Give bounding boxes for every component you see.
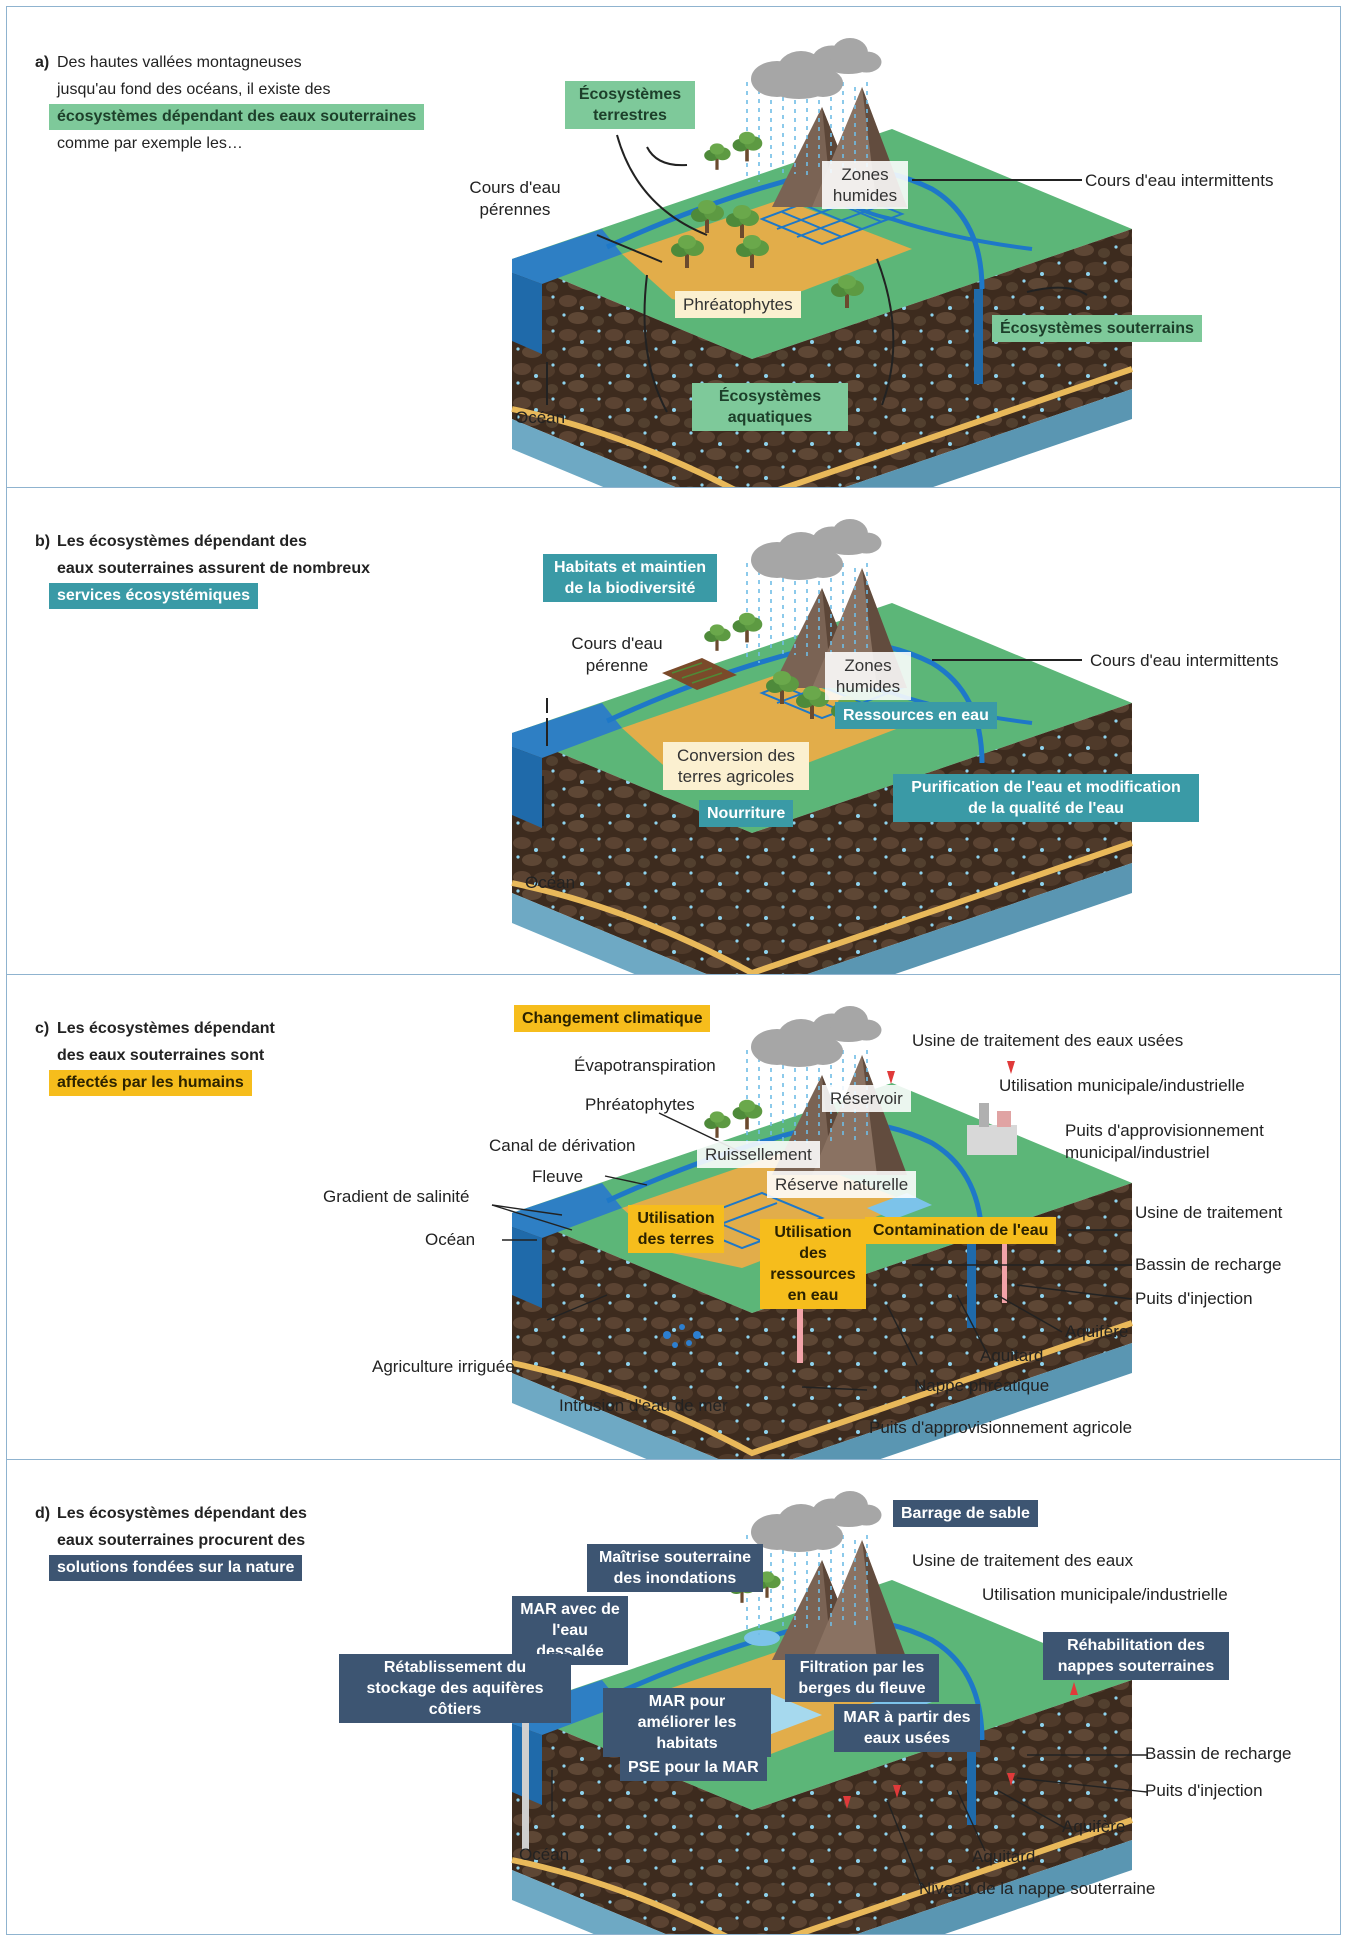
- tag-pse-mar: PSE pour la MAR: [620, 1754, 767, 1781]
- tag-mar-eaux-usees: MAR à partir des eaux usées: [834, 1704, 980, 1752]
- tag-filtration-berges: Filtration par les berges du fleuve: [785, 1654, 939, 1702]
- tag-ecosystemes-souterrains: Écosystèmes souterrains: [992, 315, 1202, 342]
- label-puits-injection: Puits d'injection: [1145, 1781, 1263, 1800]
- tag-barrage-sable: Barrage de sable: [893, 1500, 1038, 1527]
- intro-line: Des hautes vallées montagneuses: [57, 54, 302, 71]
- intro-line: jusqu'au fond des océans, il existe des: [57, 81, 331, 98]
- label-cours-perenne: Cours d'eau pérenne: [571, 634, 663, 675]
- panel-a: a) Des hautes vallées montagneuses jusqu…: [6, 6, 1341, 488]
- intro-line: Les écosystèmes dépendant: [57, 1020, 275, 1037]
- label-reservoir: Réservoir: [822, 1085, 911, 1112]
- intro-highlight: affectés par les humains: [49, 1070, 252, 1096]
- label-fleuve: Fleuve: [532, 1167, 584, 1186]
- label-ocean: Océan: [519, 1845, 570, 1864]
- tag-maitrise-inondations: Maîtrise souterraine des inondations: [587, 1544, 763, 1592]
- label-zones-humides: Zones humides: [822, 161, 908, 209]
- tag-habitats-biodiversite: Habitats et maintien de la biodiversité: [543, 554, 717, 602]
- label-nappe-phreatique: Nappe phréatique: [914, 1376, 1050, 1395]
- label-aquifere: Aquifère: [1065, 1322, 1129, 1341]
- label-conversion-terres: Conversion des terres agricoles: [663, 742, 809, 790]
- label-reserve-naturelle: Réserve naturelle: [767, 1171, 917, 1198]
- tag-ecosystemes-aquatiques: Écosystèmes aquatiques: [692, 383, 848, 431]
- label-bassin-recharge: Bassin de recharge: [1145, 1744, 1292, 1763]
- label-aquitard: Aquitard: [972, 1847, 1036, 1866]
- label-phreatophytes: Phréatophytes: [675, 291, 801, 318]
- label-usine-eaux-usees: Usine de traitement des eaux usées: [912, 1031, 1184, 1050]
- label-usine-traitement-eaux: Usine de traitement des eaux: [912, 1551, 1134, 1570]
- label-zones-humides: Zones humides: [825, 652, 911, 700]
- panel-a-illustration: [7, 38, 1341, 488]
- label-niveau-nappe: Niveau de la nappe souterraine: [919, 1879, 1156, 1898]
- label-cours-perennes: Cours d'eau pérennes: [469, 178, 561, 219]
- intro-highlight: solutions fondées sur la nature: [49, 1555, 303, 1581]
- panel-letter: a): [35, 54, 50, 71]
- panel-letter: c): [35, 1020, 50, 1037]
- tag-nourriture: Nourriture: [699, 800, 794, 827]
- label-usine-traitement: Usine de traitement: [1135, 1203, 1283, 1222]
- label-agriculture-irriguee: Agriculture irriguée: [372, 1357, 515, 1376]
- label-cours-intermittents: Cours d'eau intermittents: [1085, 171, 1274, 190]
- label-aquitard: Aquitard: [980, 1346, 1044, 1365]
- intro-line: Les écosystèmes dépendant des: [57, 1505, 307, 1522]
- intro-highlight: écosystèmes dépendant des eaux souterrai…: [49, 104, 425, 130]
- tag-purification: Purification de l'eau et modification de…: [893, 774, 1199, 822]
- tag-utilisation-terres: Utilisation des terres: [628, 1205, 724, 1253]
- tag-mar-habitats: MAR pour améliorer les habitats: [603, 1688, 771, 1757]
- label-intrusion-mer: Intrusion d'eau de mer: [559, 1396, 728, 1415]
- tag-mar-eau-dessalee: MAR avec de l'eau dessalée: [512, 1596, 628, 1665]
- intro-line: des eaux souterraines sont: [57, 1047, 265, 1064]
- intro-line: Les écosystèmes dépendant des: [57, 533, 307, 550]
- tag-rehabilitation-nappes: Réhabilitation des nappes souterraines: [1043, 1632, 1229, 1680]
- panel-letter: d): [35, 1505, 51, 1522]
- intro-line: eaux souterraines assurent de nombreux: [57, 560, 370, 577]
- tag-changement-climatique: Changement climatique: [514, 1005, 711, 1032]
- tag-ressources-en-eau: Ressources en eau: [835, 702, 997, 729]
- label-gradient-salinite: Gradient de salinité: [323, 1187, 470, 1206]
- label-ocean: Océan: [425, 1230, 476, 1249]
- label-cours-intermittents: Cours d'eau intermittents: [1090, 651, 1279, 670]
- label-utilisation-municipale: Utilisation municipale/industrielle: [999, 1076, 1245, 1095]
- label-puits-injection: Puits d'injection: [1135, 1289, 1253, 1308]
- tag-ecosystemes-terrestres: Écosystèmes terrestres: [565, 81, 695, 129]
- label-puits-approvisionnement: Puits d'approvisionnement municipal/indu…: [1065, 1121, 1264, 1162]
- tag-utilisation-ressources: Utilisation des ressources en eau: [760, 1219, 866, 1309]
- intro-highlight: services écosystémiques: [49, 583, 259, 609]
- label-ocean: Océan: [515, 408, 566, 427]
- label-evapotranspiration: Évapotranspiration: [574, 1056, 716, 1075]
- label-ruissellement: Ruissellement: [697, 1141, 820, 1168]
- label-ocean: Océan: [525, 873, 576, 892]
- intro-line: eaux souterraines procurent des: [57, 1532, 306, 1549]
- label-phreatophytes: Phréatophytes: [585, 1095, 695, 1114]
- panel-letter: b): [35, 533, 51, 550]
- label-utilisation-municipale: Utilisation municipale/industrielle: [982, 1585, 1228, 1604]
- tag-retablissement-aquiferes: Rétablissement du stockage des aquifères…: [339, 1654, 571, 1723]
- label-canal-derivation: Canal de dérivation: [489, 1136, 636, 1155]
- panel-c: c) Les écosystèmes dépendant des eaux so…: [6, 974, 1341, 1460]
- panel-d: d) Les écosystèmes dépendant des eaux so…: [6, 1459, 1341, 1935]
- label-puits-agricole: Puits d'approvisionnement agricole: [869, 1418, 1133, 1437]
- label-aquifere: Aquifère: [1062, 1817, 1126, 1836]
- intro-line: comme par exemple les…: [57, 135, 243, 152]
- tag-contamination: Contamination de l'eau: [865, 1217, 1057, 1244]
- label-bassin-recharge: Bassin de recharge: [1135, 1255, 1282, 1274]
- panel-b: b) Les écosystèmes dépendant des eaux so…: [6, 487, 1341, 975]
